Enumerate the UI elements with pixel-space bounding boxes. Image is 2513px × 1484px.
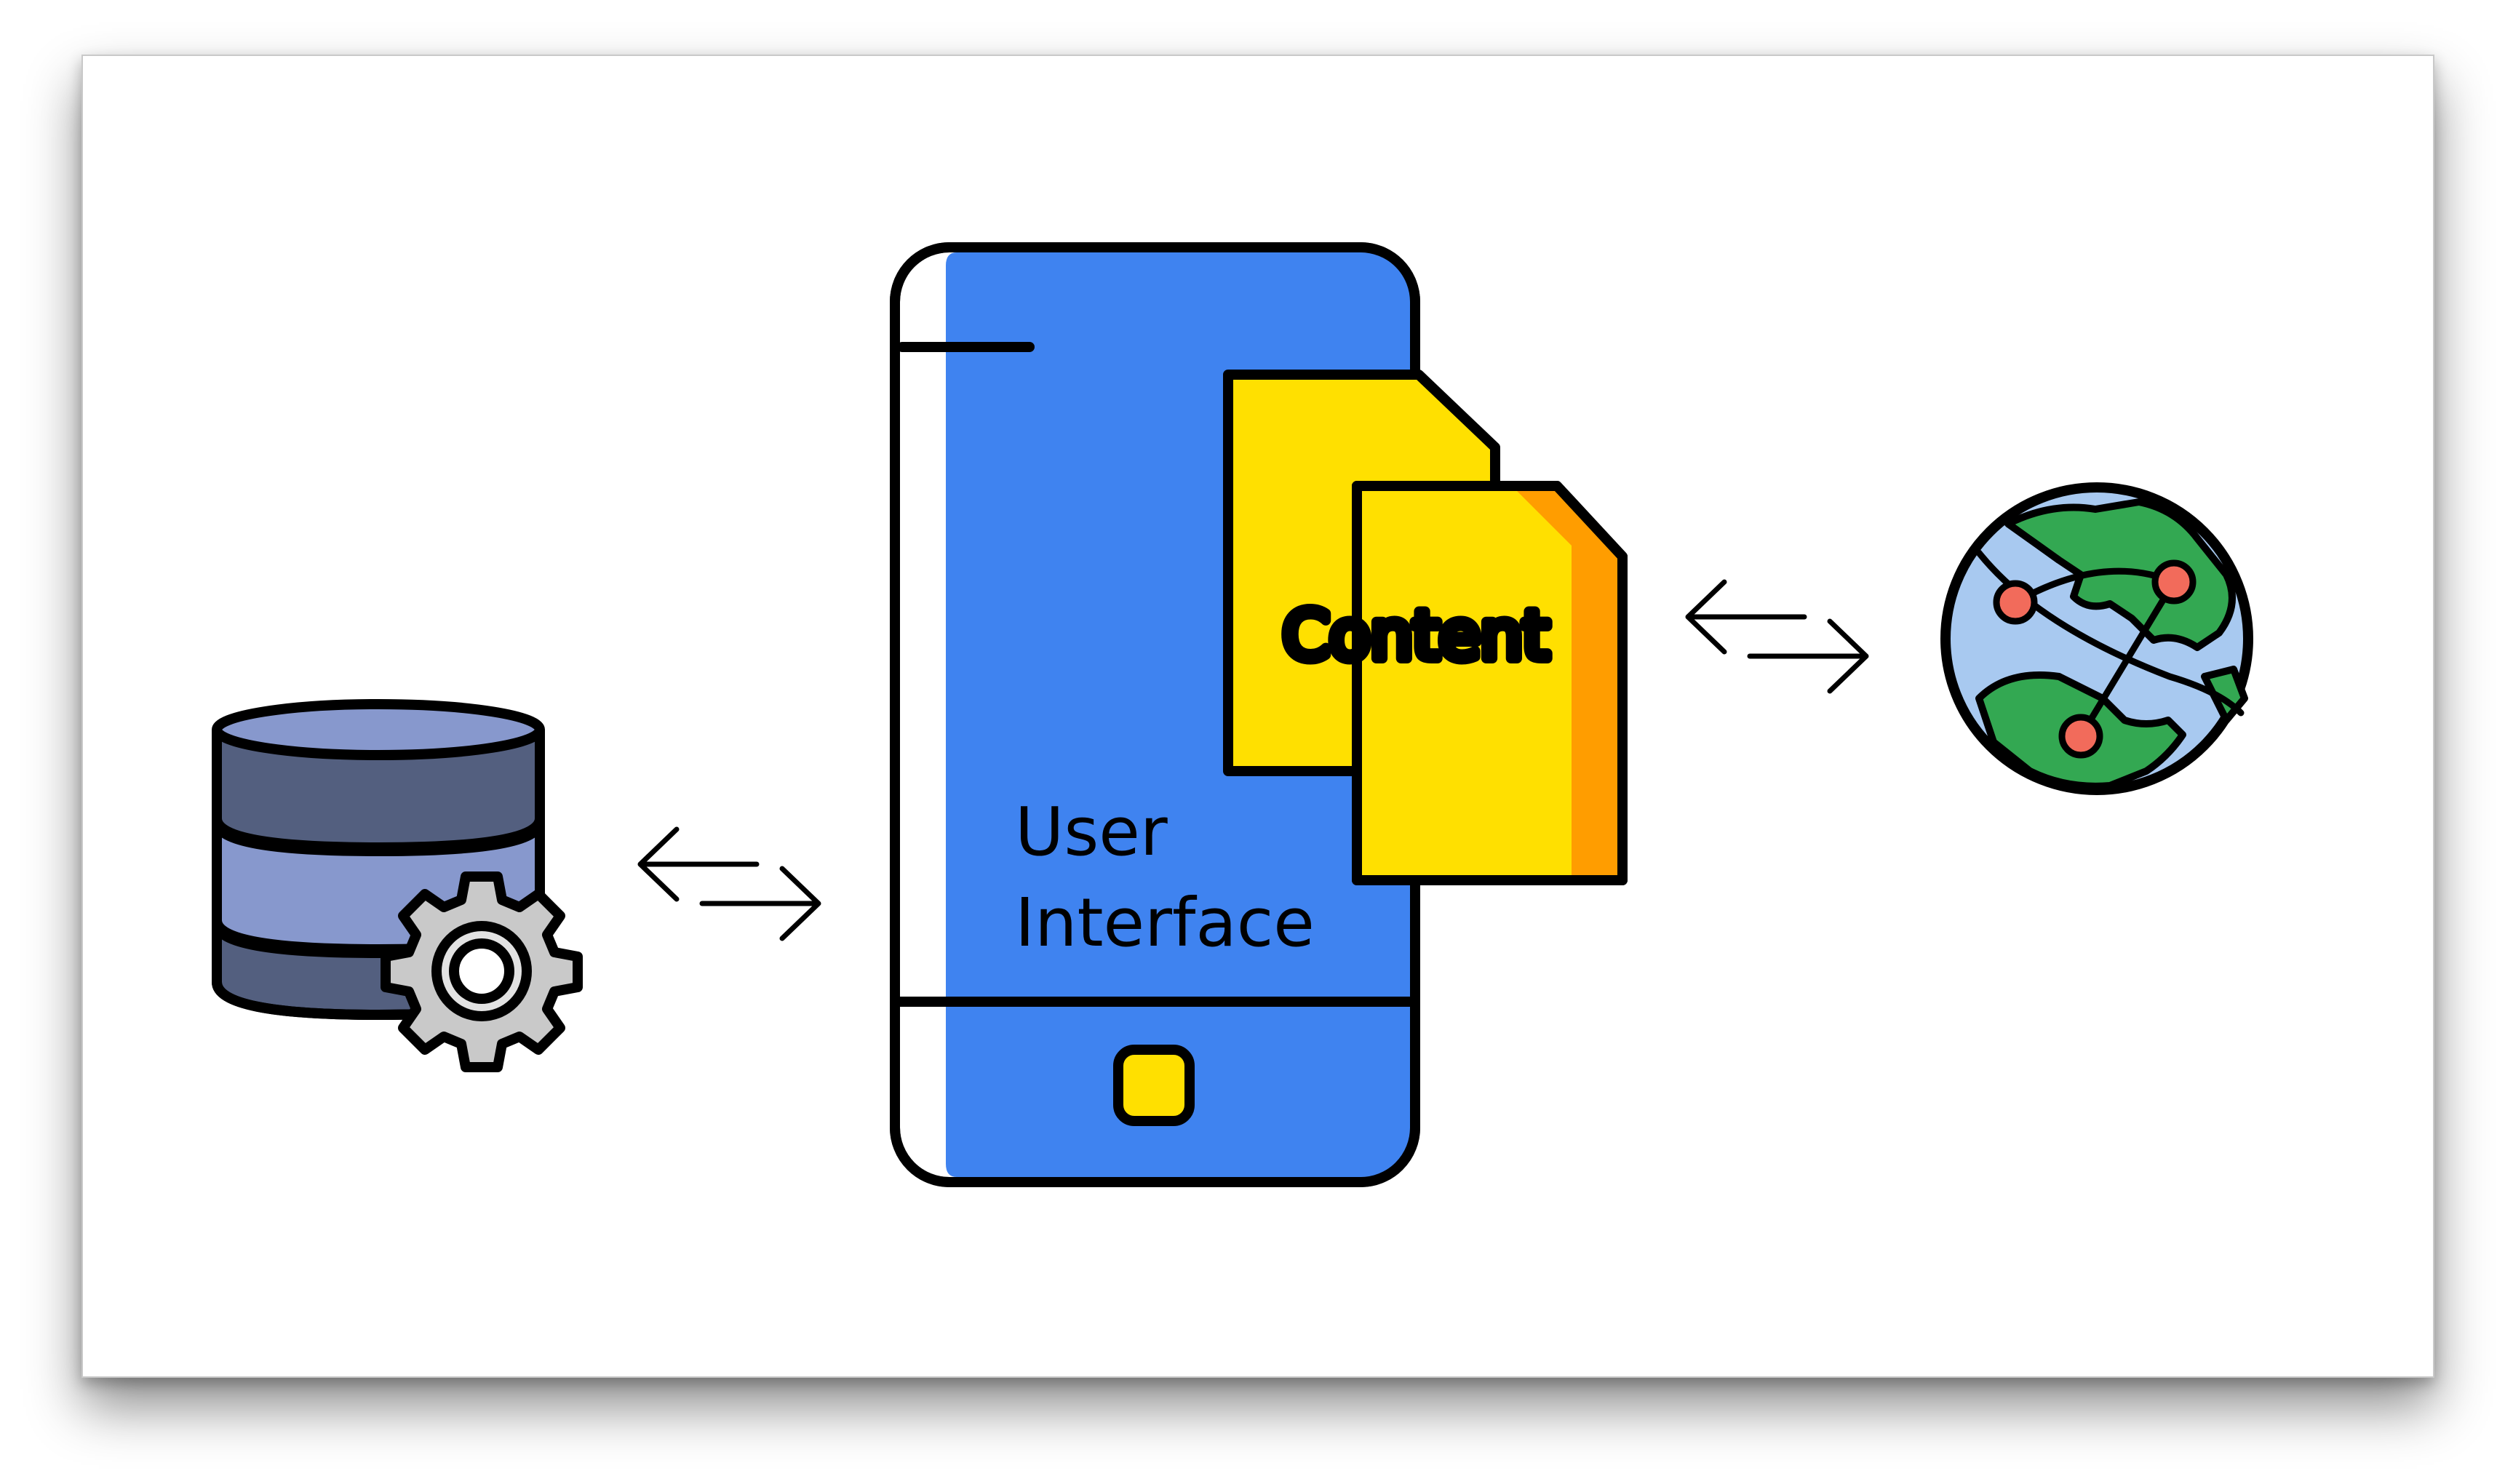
- documents-icon: Content: [1223, 370, 1628, 885]
- home-button-icon: [1113, 1045, 1195, 1126]
- bidirectional-arrows-icon: [637, 826, 821, 941]
- content-label: Content: [1283, 597, 1549, 674]
- globe-network-icon: [1940, 482, 2253, 795]
- gear-icon: [381, 871, 583, 1072]
- database-gear-icon: [212, 699, 583, 1072]
- ui-label-line2: Interface: [1015, 884, 1315, 962]
- ui-label-line1: User: [1015, 793, 1168, 871]
- bidirectional-arrows-icon-right: [1685, 579, 1869, 694]
